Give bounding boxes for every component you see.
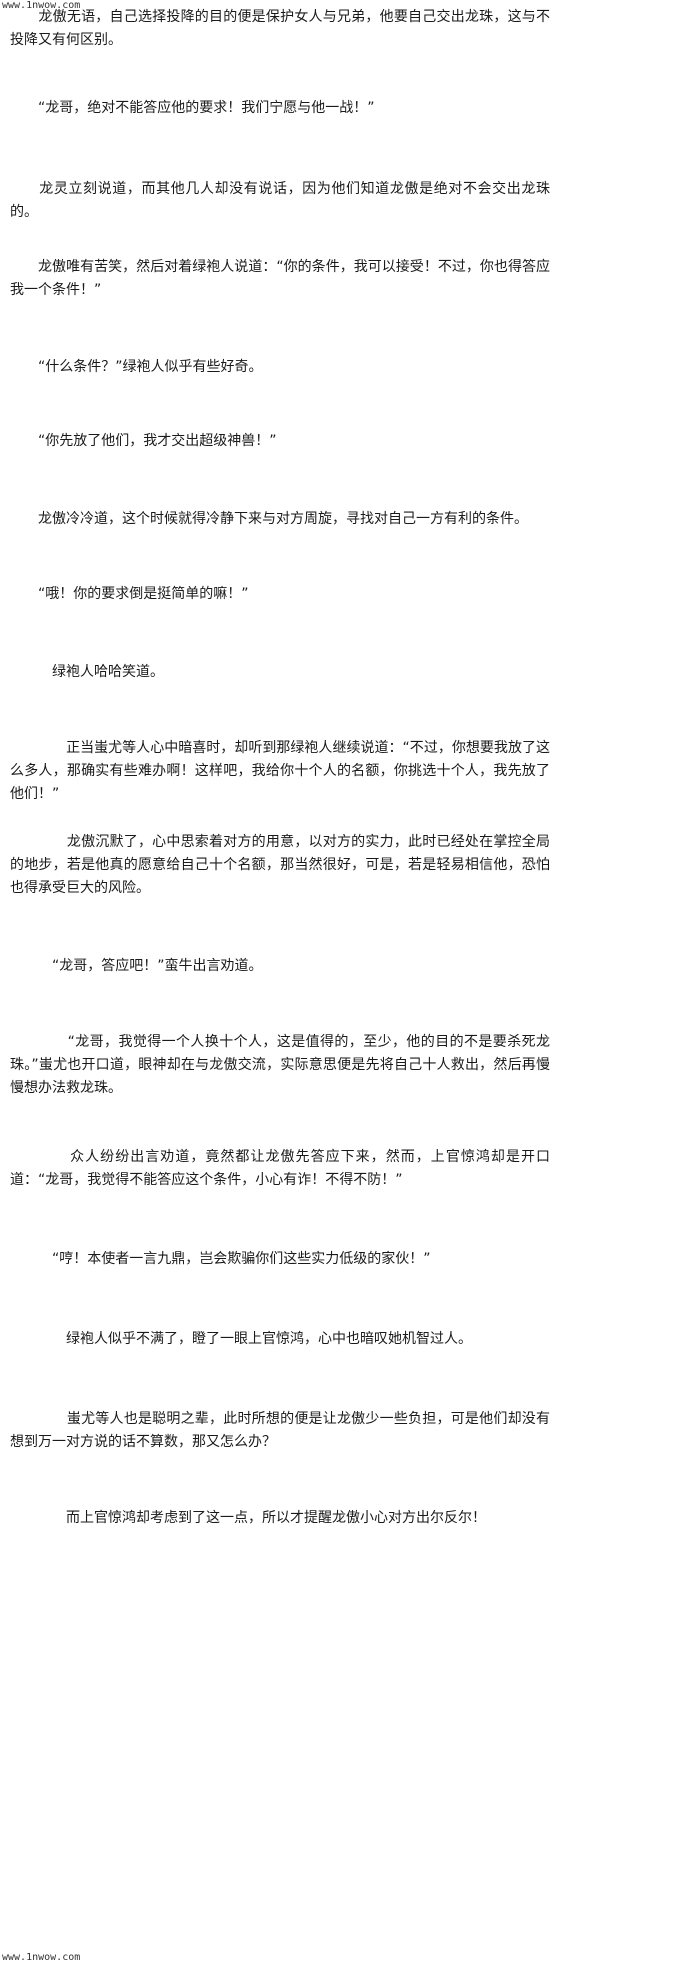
paragraph-1: 龙傲无语，自己选择投降的目的便是保护女人与兄弟，他要自己交出龙珠，这与不投降又有… — [10, 9, 550, 48]
paragraph-15: “哼！本使者一言九鼎，岂会欺骗你们这些实力低级的家伙！” — [10, 1251, 431, 1267]
paragraph-17: 蚩尤等人也是聪明之辈，此时所想的便是让龙傲少一些负担，可是他们却没有想到万一对方… — [10, 1411, 550, 1450]
paragraph-18: 而上官惊鸿却考虑到了这一点，所以才提醒龙傲小心对方出尔反尔！ — [10, 1510, 486, 1526]
paragraph-12: “龙哥，答应吧！”蛮牛出言劝道。 — [10, 958, 263, 974]
paragraph-9: 绿袍人哈哈笑道。 — [10, 664, 164, 680]
paragraph-13: “龙哥，我觉得一个人换十个人，这是值得的，至少，他的目的不是要杀死龙珠。”蚩尤也… — [10, 1034, 550, 1096]
paragraph-11: 龙傲沉默了，心中思索着对方的用意，以对方的实力，此时已经处在掌控全局的地步，若是… — [10, 834, 550, 896]
watermark-top: www.1nwow.com — [2, 0, 81, 11]
paragraph-14: 众人纷纷出言劝道，竟然都让龙傲先答应下来，然而，上官惊鸿却是开口道：“龙哥，我觉… — [10, 1149, 550, 1188]
paragraph-7: 龙傲冷冷道，这个时候就得冷静下来与对方周旋，寻找对自己一方有利的条件。 — [10, 511, 528, 527]
paragraph-2: “龙哥，绝对不能答应他的要求！我们宁愿与他一战！” — [10, 100, 375, 116]
paragraph-4: 龙傲唯有苦笑，然后对着绿袍人说道：“你的条件，我可以接受！不过，你也得答应我一个… — [10, 259, 550, 298]
paragraph-10: 正当蚩尤等人心中暗喜时，却听到那绿袍人继续说道：“不过，你想要我放了这么多人，那… — [10, 740, 550, 802]
paragraph-16: 绿袍人似乎不满了，瞪了一眼上官惊鸿，心中也暗叹她机智过人。 — [10, 1331, 472, 1347]
paragraph-6: “你先放了他们，我才交出超级神兽！” — [10, 433, 277, 449]
watermark-bottom: www.1nwow.com — [2, 1952, 81, 1963]
paragraph-5: “什么条件？”绿袍人似乎有些好奇。 — [10, 359, 263, 375]
paragraph-8: “哦！你的要求倒是挺简单的嘛！” — [10, 586, 249, 602]
paragraph-3: 龙灵立刻说道，而其他几人却没有说话，因为他们知道龙傲是绝对不会交出龙珠的。 — [10, 181, 550, 220]
